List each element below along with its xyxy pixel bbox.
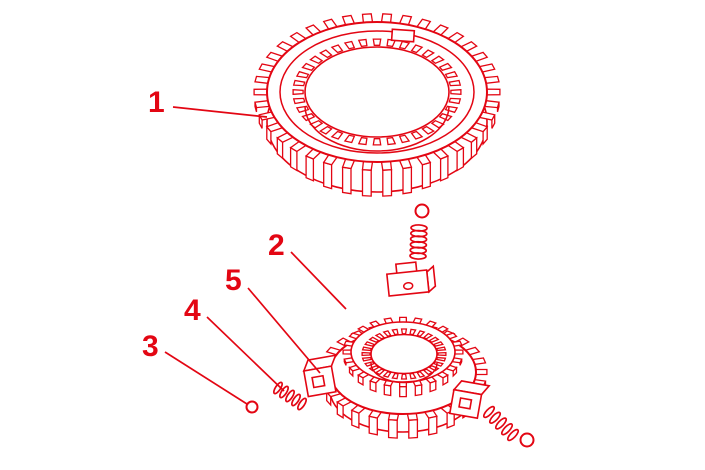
callout-2: 2 <box>268 229 285 262</box>
detent-ball-top <box>414 203 430 219</box>
ring-index-notch <box>390 28 416 43</box>
callout-1: 1 <box>148 86 165 119</box>
detent-ball-right <box>519 432 535 448</box>
callout-4: 4 <box>184 294 201 327</box>
callout-5: 5 <box>225 264 242 297</box>
leader-line-3 <box>164 351 248 405</box>
coil-spring-left <box>272 381 308 411</box>
ring-bore-wall <box>304 105 450 152</box>
hub-key-lug-right <box>448 380 491 420</box>
ring-step-edge <box>279 30 475 154</box>
callout-3: 3 <box>142 330 159 363</box>
hub <box>302 316 491 439</box>
leader-line-4 <box>206 316 285 392</box>
ring-bore <box>304 46 450 138</box>
hub-bore <box>370 333 438 375</box>
key-dimple <box>402 282 414 290</box>
coil-spring-right <box>482 405 520 442</box>
shift-key-top <box>385 261 437 297</box>
hub-bore-wall <box>370 362 438 384</box>
lug-slot <box>311 374 326 389</box>
detent-ball-left <box>245 400 259 414</box>
coil-spring-top <box>409 224 428 260</box>
gear-ring <box>253 13 501 197</box>
lug-slot <box>458 397 473 410</box>
leader-line-1 <box>172 106 268 118</box>
leader-line-2 <box>290 251 347 310</box>
leader-line-5 <box>247 287 321 374</box>
hub-key-lug-left <box>302 354 337 398</box>
